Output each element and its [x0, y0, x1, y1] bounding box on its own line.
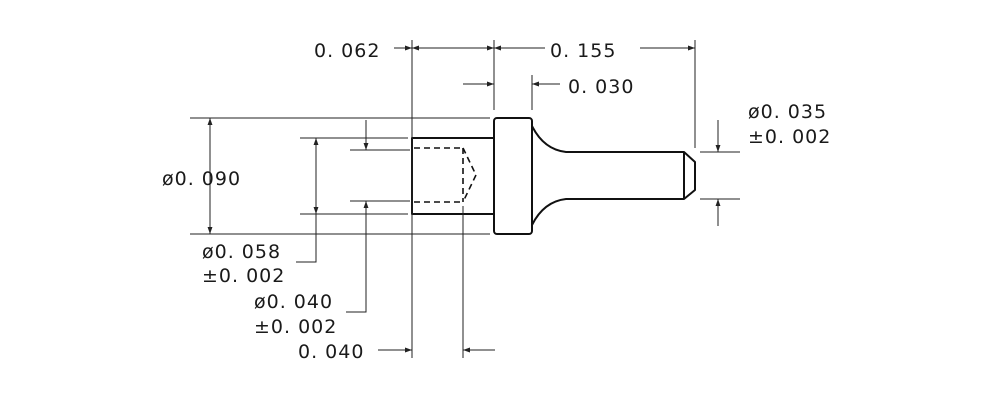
label-overall-length: 0. 155: [550, 40, 616, 62]
label-pin-tip-diameter: ø0. 035: [748, 101, 827, 123]
label-flange-thickness: 0. 030: [568, 76, 634, 98]
label-shank-tolerance: ±0. 002: [202, 265, 285, 287]
label-bore-depth: 0. 040: [298, 341, 364, 363]
part-outline: [411, 117, 696, 235]
hidden-bore: [414, 147, 477, 203]
pin-body: [531, 125, 696, 226]
label-bore-diameter: ø0. 040: [254, 291, 333, 313]
label-pin-tip-tolerance: ±0. 002: [748, 126, 831, 148]
label-shank-diameter: ø0. 058: [202, 241, 281, 263]
flange-head: [493, 117, 533, 235]
label-flange-diameter: ø0. 090: [162, 168, 241, 190]
dimension-lines: [207, 45, 721, 353]
label-bore-tolerance: ±0. 002: [254, 316, 337, 338]
label-flange-offset: 0. 062: [314, 40, 380, 62]
dimension-labels: 0. 062 0. 155 0. 030 ø0. 035 ±0. 002 ø0.…: [162, 40, 831, 363]
